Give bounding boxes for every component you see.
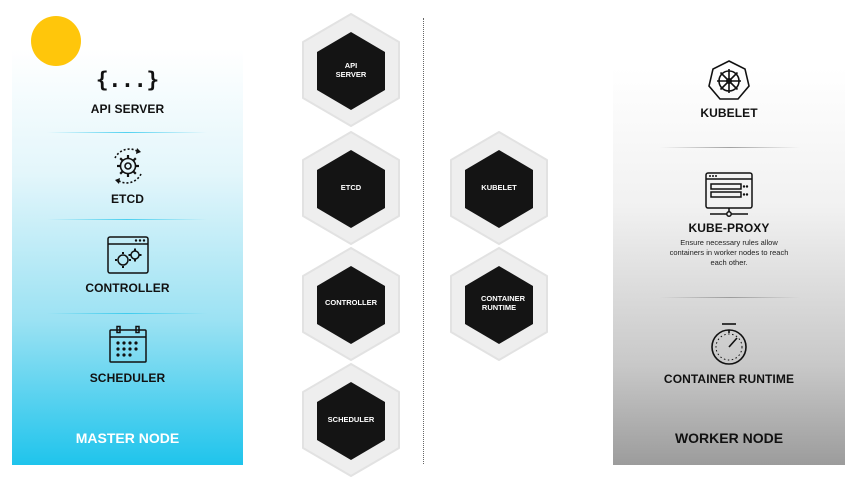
separator xyxy=(660,147,800,148)
component-label: API SERVER xyxy=(90,102,165,116)
stopwatch-icon xyxy=(711,323,747,365)
hexagon-label: CONTAINER RUNTIME xyxy=(481,294,526,312)
calendar-icon xyxy=(108,325,147,363)
window-gears-icon xyxy=(106,236,149,274)
hexagon-container-runtime: CONTAINER RUNTIME xyxy=(447,246,551,362)
component-label: ETCD xyxy=(110,192,145,206)
worker-component-kube-proxy: KUBE-PROXY Ensure necessary rules allow … xyxy=(613,172,845,268)
component-label: SCHEDULER xyxy=(89,371,166,385)
kubernetes-helm-icon xyxy=(708,60,750,100)
worker-node-panel xyxy=(613,68,845,465)
hexagon-scheduler: SCHEDULER xyxy=(299,362,403,478)
master-component-controller: CONTROLLER xyxy=(12,235,243,295)
hexagon-etcd: ETCD xyxy=(299,130,403,246)
gear-cycle-icon xyxy=(113,148,142,184)
hexagon-controller: CONTROLLER xyxy=(299,246,403,362)
yellow-circle-decoration xyxy=(31,16,81,66)
separator xyxy=(660,297,800,298)
master-component-api-server: {...} API SERVER xyxy=(12,66,243,116)
kube-proxy-description: Ensure necessary rules allow containers … xyxy=(669,238,789,267)
master-node-panel xyxy=(12,49,243,465)
curly-braces-icon: {...} xyxy=(95,68,160,92)
hexagon-label: API SERVER xyxy=(335,61,367,79)
component-label: KUBELET xyxy=(700,106,758,120)
hexagon-api-server: API SERVER xyxy=(299,12,403,128)
worker-component-container-runtime: CONTAINER RUNTIME xyxy=(613,322,845,386)
worker-node-title: WORKER NODE xyxy=(674,430,784,446)
master-node-title: MASTER NODE xyxy=(75,430,180,446)
center-divider xyxy=(423,18,424,464)
separator xyxy=(47,313,207,314)
component-label: CONTAINER RUNTIME xyxy=(663,372,795,386)
master-component-etcd: ETCD xyxy=(12,146,243,206)
hexagon-label: KUBELET xyxy=(481,183,517,192)
component-label: CONTROLLER xyxy=(85,281,170,295)
hexagon-label: CONTROLLER xyxy=(324,298,378,307)
hexagon-kubelet: KUBELET xyxy=(447,130,551,246)
master-component-scheduler: SCHEDULER xyxy=(12,325,243,385)
separator xyxy=(47,219,207,220)
worker-component-kubelet: KUBELET xyxy=(613,60,845,120)
hexagon-label: ETCD xyxy=(340,183,362,192)
separator xyxy=(47,132,207,133)
hexagon-label: SCHEDULER xyxy=(327,415,375,424)
component-label: KUBE-PROXY xyxy=(688,221,770,235)
proxy-server-icon xyxy=(705,172,753,217)
